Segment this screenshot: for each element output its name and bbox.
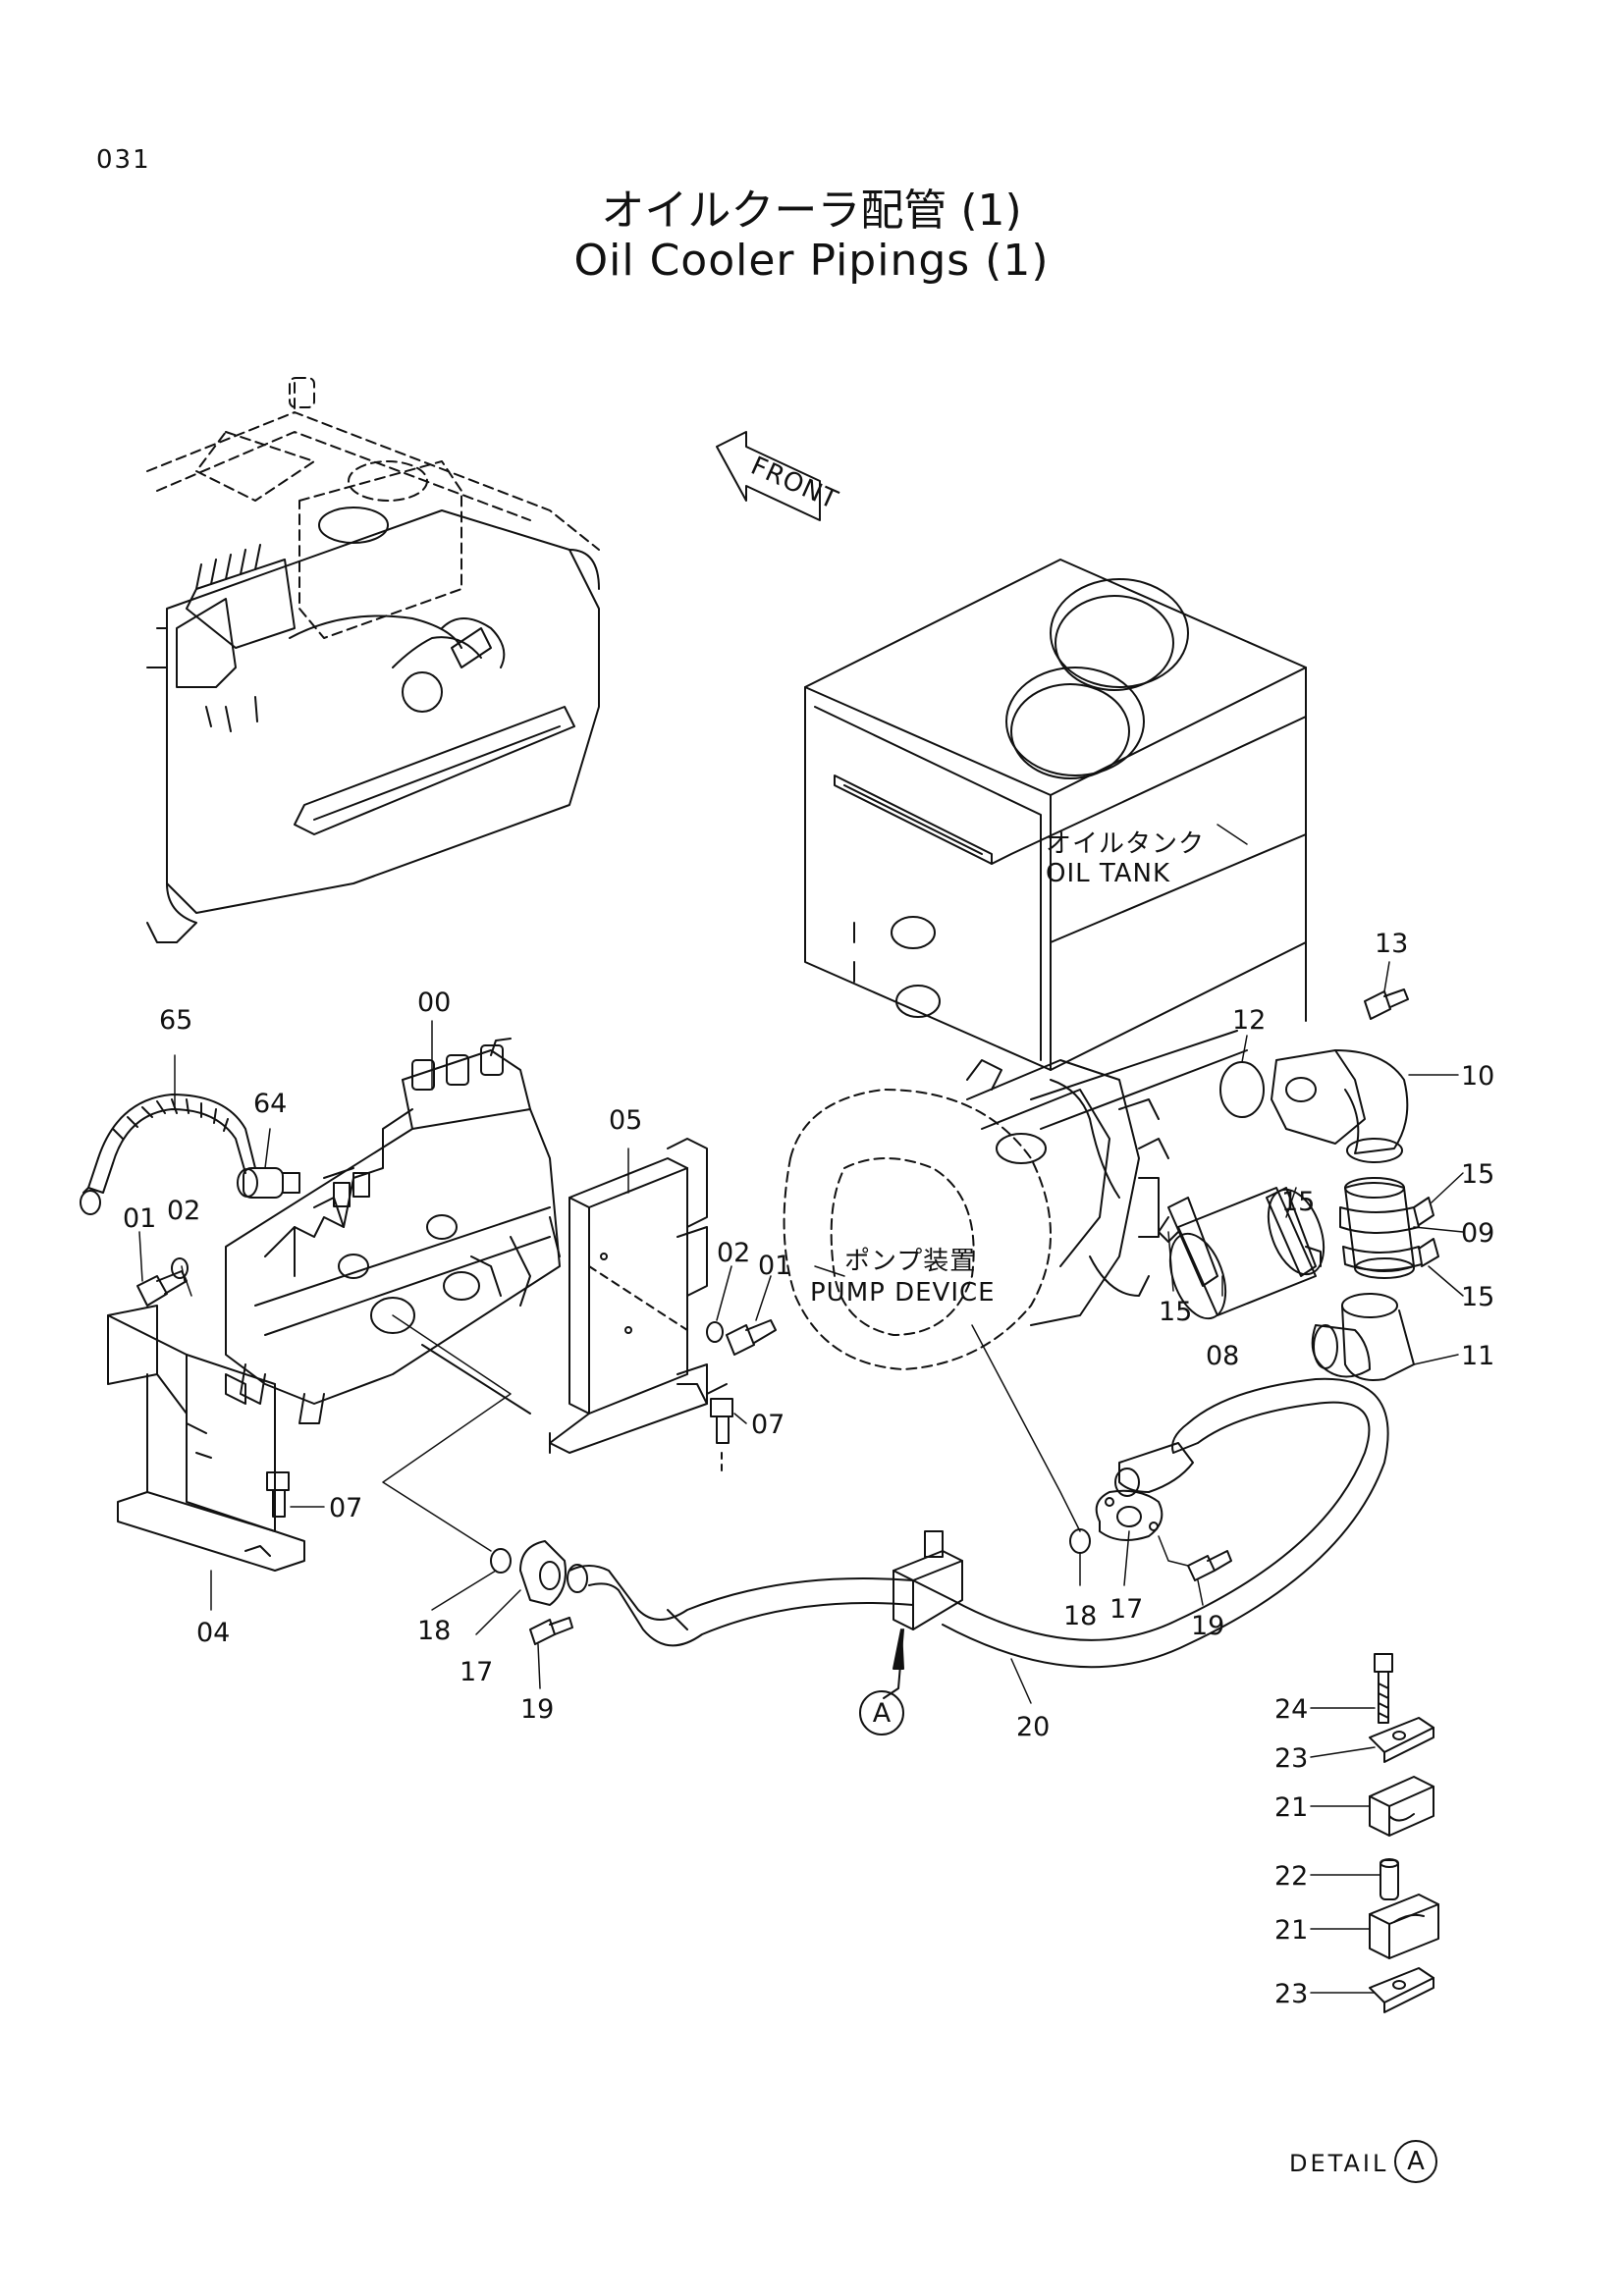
pump-label-en: PUMP DEVICE	[810, 1278, 996, 1308]
callout-15-c: 15	[1461, 1282, 1494, 1312]
callout-19-left: 19	[520, 1694, 554, 1725]
callout-08: 08	[1206, 1341, 1239, 1371]
front-label: FRONT	[746, 452, 842, 516]
washer-02-left	[171, 1257, 189, 1279]
detail-label: DETAIL	[1289, 2150, 1389, 2177]
callout-01-right: 01	[758, 1251, 791, 1281]
callout-12: 12	[1232, 1005, 1266, 1036]
bolt-13	[1364, 988, 1409, 1020]
callout-02-right: 02	[717, 1238, 750, 1268]
callout-23-upper: 23	[1274, 1743, 1308, 1774]
callout-24: 24	[1274, 1694, 1308, 1725]
callout-20: 20	[1016, 1712, 1050, 1742]
callout-07-right: 07	[751, 1410, 784, 1440]
fitting-64	[237, 1167, 300, 1199]
callout-04: 04	[196, 1618, 230, 1648]
o-ring-12	[1219, 1061, 1265, 1118]
detail-ref-circle: A	[1394, 2140, 1437, 2183]
bolt-01-left	[136, 1270, 188, 1307]
detail-pin-22	[1380, 1858, 1399, 1900]
callout-17-right: 17	[1109, 1594, 1143, 1625]
callout-13: 13	[1375, 929, 1408, 959]
elbow-10	[1271, 1049, 1409, 1163]
callout-numbers: 65 00 64 01 02 05 02 01 07 07 04 18 17 1…	[123, 929, 1494, 2009]
oil-tank-label-en: OIL TANK	[1046, 859, 1170, 888]
callout-02-left: 02	[167, 1196, 200, 1226]
flange-17-left	[519, 1540, 567, 1606]
leader-lines	[138, 824, 1464, 1994]
detail-plate-23-upper	[1369, 1717, 1434, 1763]
hose-20	[567, 1377, 1389, 1669]
callout-22: 22	[1274, 1861, 1308, 1892]
callout-17-left: 17	[460, 1657, 493, 1687]
pump-device	[783, 1030, 1248, 1370]
callout-00: 00	[417, 988, 451, 1018]
flange-17-right	[1095, 1489, 1163, 1541]
callout-a-text: A	[873, 1698, 892, 1729]
title-english: Oil Cooler Pipings (1)	[573, 236, 1050, 286]
callout-15-b: 15	[1461, 1159, 1494, 1190]
front-arrow	[716, 431, 821, 521]
callout-15-d: 15	[1159, 1297, 1192, 1327]
bolt-19-left	[529, 1617, 573, 1645]
callout-01-left: 01	[123, 1203, 156, 1234]
callout-21-lower: 21	[1274, 1915, 1308, 1946]
callout-19-right: 19	[1191, 1611, 1224, 1641]
callout-05: 05	[609, 1105, 642, 1136]
hose-clamp-a	[883, 1530, 963, 1699]
page-number: 031	[96, 145, 151, 175]
callout-11: 11	[1461, 1341, 1494, 1371]
callout-65: 65	[159, 1005, 192, 1036]
oil-tank	[804, 559, 1307, 1071]
bolt-01-right	[726, 1319, 777, 1356]
washer-02-right	[706, 1321, 724, 1343]
detail-plate-23-lower	[1369, 1967, 1434, 2013]
bolt-07-right	[710, 1398, 733, 1473]
callout-18-left: 18	[417, 1616, 451, 1646]
hose-65	[80, 1094, 256, 1215]
oil-tank-label-jp: オイルタンク	[1046, 829, 1205, 859]
bracket-04	[107, 1305, 305, 1572]
detail-clamp-21-upper	[1369, 1776, 1434, 1837]
hose-09	[1344, 1177, 1415, 1279]
o-ring-18-left	[490, 1548, 512, 1574]
callout-15-a: 15	[1281, 1187, 1315, 1217]
callout-07-left: 07	[329, 1493, 362, 1523]
o-ring-18-right	[1069, 1528, 1091, 1554]
clamp-15-left-08	[1158, 1197, 1218, 1287]
clamp-15-lower	[1342, 1238, 1439, 1271]
bolt-19-right	[1187, 1550, 1232, 1581]
callout-21-upper: 21	[1274, 1792, 1308, 1823]
pump-label-jp: ポンプ装置	[844, 1247, 976, 1276]
clamp-15-right-08	[1266, 1187, 1322, 1277]
callout-09: 09	[1461, 1218, 1494, 1249]
callout-18-right: 18	[1063, 1601, 1097, 1631]
elbow-11	[1311, 1293, 1415, 1381]
detail-bolt-24	[1374, 1653, 1393, 1724]
callout-64: 64	[253, 1089, 287, 1119]
detail-clamp-21-lower	[1369, 1894, 1439, 1959]
callout-a-circle	[859, 1690, 904, 1735]
callout-23-lower: 23	[1274, 1979, 1308, 2009]
bracket-05	[549, 1138, 728, 1454]
callout-10: 10	[1461, 1061, 1494, 1092]
bolt-07-left	[266, 1471, 290, 1518]
control-valve	[225, 1038, 561, 1424]
title-japanese: オイルクーラ配管 (1)	[601, 186, 1022, 236]
machine-body-outline	[146, 377, 600, 943]
